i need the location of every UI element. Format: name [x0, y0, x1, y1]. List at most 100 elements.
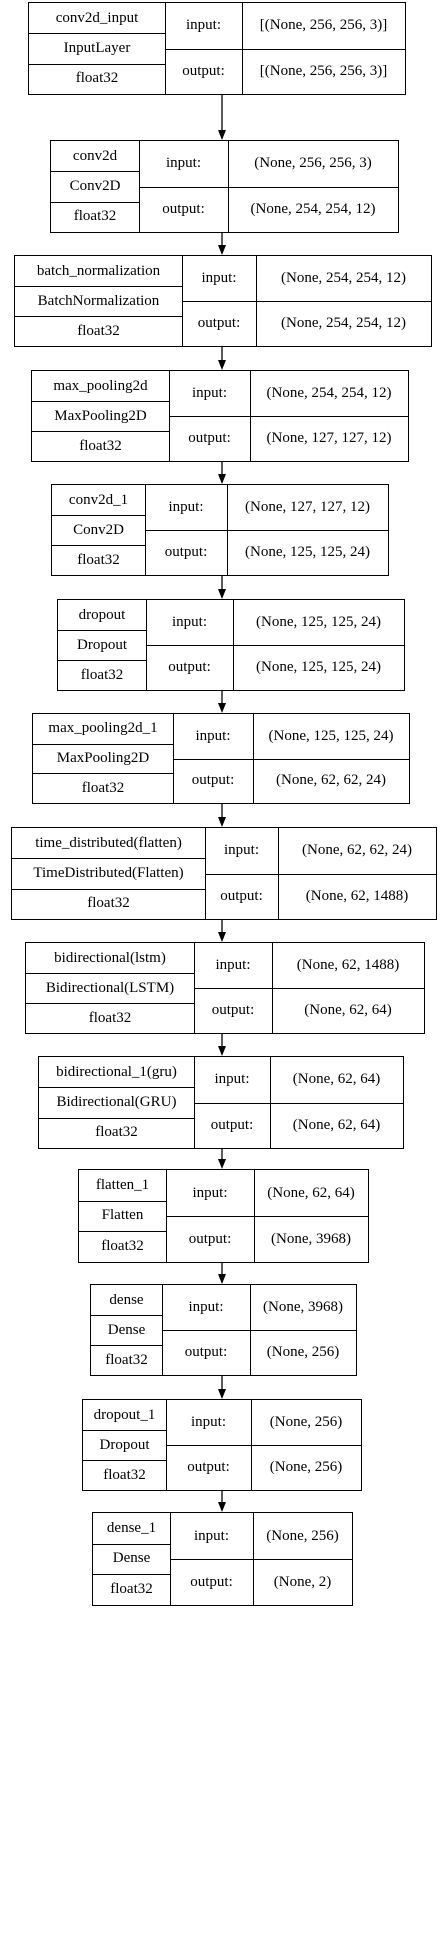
output-shape: (None, 256) — [269, 1459, 343, 1475]
layer-name: max_pooling2d — [53, 377, 148, 394]
output-shape: (None, 125, 125, 24) — [256, 659, 381, 675]
layer-node: bidirectional_1(gru)Bidirectional(GRU)fl… — [38, 1056, 404, 1149]
input-label: input: — [195, 727, 231, 744]
cell-divider — [166, 1445, 361, 1446]
cell-divider — [83, 1430, 166, 1431]
arrowhead-icon — [218, 245, 226, 255]
layer-type: Dropout — [77, 636, 127, 653]
input-shape: (None, 256) — [266, 1527, 339, 1544]
input-label: input: — [193, 1527, 229, 1544]
layer-dtype: float32 — [101, 1238, 144, 1255]
layer-name: bidirectional(lstm) — [54, 949, 166, 966]
layer-dtype: float32 — [77, 551, 120, 568]
input-shape: (None, 254, 254, 12) — [281, 270, 406, 286]
layer-name: batch_normalization — [36, 262, 161, 279]
cell-divider — [29, 63, 165, 65]
cell-divider — [58, 630, 146, 631]
cell-divider — [145, 530, 388, 531]
cell-divider — [32, 401, 169, 402]
layer-node: bidirectional(lstm) Bidirectional(LSTM) fl… — [25, 942, 425, 1034]
input-label: input: — [188, 1299, 224, 1315]
input-label: input: — [215, 957, 251, 973]
layer-type: Bidirectional(LSTM) — [45, 979, 175, 996]
layer-dtype: float32 — [75, 70, 119, 87]
cell-divider — [182, 301, 431, 302]
cell-divider — [52, 515, 145, 516]
layer-dtype: float32 — [87, 895, 130, 912]
cell-divider — [169, 416, 408, 417]
cell-divider — [166, 1216, 368, 1217]
cell-divider — [79, 1200, 166, 1202]
layer-type: InputLayer — [63, 39, 131, 56]
cell-divider — [39, 1087, 194, 1089]
input-shape: (None, 254, 254, 12) — [266, 385, 392, 401]
cell-divider — [51, 201, 139, 203]
cell-divider — [139, 186, 398, 188]
output-label: output: — [210, 1116, 254, 1133]
arrowhead-icon — [218, 932, 226, 942]
output-shape: [(None, 256, 256, 3)] — [259, 62, 388, 79]
output-label: output: — [182, 62, 225, 79]
layer-dtype: float32 — [95, 1124, 138, 1141]
arrowhead-icon — [218, 360, 226, 370]
layer-name: dropout_1 — [93, 1406, 156, 1423]
input-shape: (None, 256) — [269, 1414, 343, 1430]
input-shape: (None, 62, 64) — [292, 1071, 381, 1088]
layer-type: MaxPooling2D — [54, 407, 147, 424]
arrowhead-icon — [218, 1046, 226, 1056]
output-label: output: — [188, 1230, 232, 1247]
arrowhead-icon — [218, 474, 226, 484]
cell-divider — [26, 1003, 194, 1004]
arrowhead-icon — [218, 1274, 226, 1284]
input-label: input: — [214, 1071, 250, 1088]
layer-dtype: float32 — [79, 437, 122, 454]
cell-divider — [33, 743, 173, 745]
input-label: input: — [168, 499, 204, 515]
output-label: output: — [162, 200, 205, 217]
input-label: input: — [171, 614, 207, 630]
output-label: output: — [188, 430, 231, 446]
cell-divider — [39, 1117, 194, 1119]
layer-type: Flatten — [101, 1207, 144, 1224]
cell-divider — [29, 33, 165, 35]
cell-divider — [91, 1345, 162, 1346]
layer-name: dense — [109, 1291, 144, 1308]
cell-divider — [26, 973, 194, 974]
output-shape: (None, 256) — [266, 1344, 340, 1360]
input-shape: (None, 3968) — [263, 1299, 343, 1315]
output-shape: (None, 2) — [273, 1573, 332, 1590]
layer-type: Bidirectional(GRU) — [56, 1093, 177, 1110]
layer-dtype: float32 — [88, 1009, 132, 1026]
input-label: input: — [191, 385, 227, 401]
cell-divider — [52, 545, 145, 546]
cell-divider — [165, 48, 405, 50]
layer-dtype: float32 — [103, 1466, 146, 1483]
input-shape: (None, 125, 125, 24) — [256, 614, 381, 630]
cell-divider — [83, 1460, 166, 1461]
cell-divider — [58, 660, 146, 661]
layer-dtype: float32 — [80, 666, 124, 683]
cell-divider — [51, 171, 139, 173]
cell-divider — [12, 888, 205, 890]
layer-name: dense_1 — [106, 1519, 157, 1536]
layer-dtype: float32 — [73, 208, 117, 225]
arrowhead-icon — [218, 589, 226, 599]
arrowhead-icon — [218, 817, 226, 827]
cell-divider — [173, 758, 409, 760]
layer-name: time_distributed(flatten) — [35, 834, 182, 851]
layer-name: conv2d_input — [55, 9, 139, 26]
output-label: output: — [211, 1002, 255, 1018]
layer-name: dropout — [78, 606, 126, 623]
input-shape: (None, 62, 64) — [267, 1184, 355, 1201]
cell-divider — [15, 316, 182, 317]
output-label: output: — [164, 544, 208, 560]
input-label: input: — [201, 270, 237, 286]
